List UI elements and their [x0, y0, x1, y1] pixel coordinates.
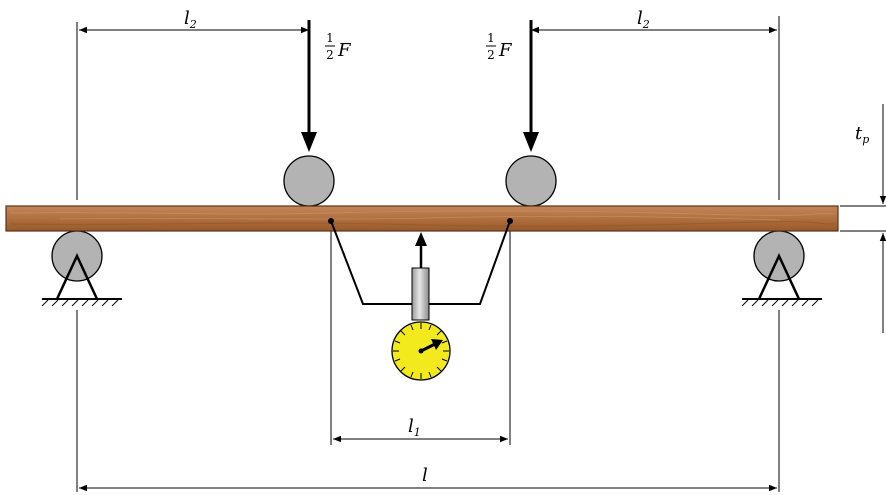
dial-gauge	[391, 321, 451, 381]
support-right	[741, 253, 822, 307]
svg-text:2: 2	[326, 48, 334, 62]
load-label-left: 1 2 F	[325, 31, 352, 62]
label-tp: tp	[855, 123, 869, 146]
svg-text:1: 1	[487, 31, 495, 45]
gauge-plunger	[411, 232, 430, 321]
label-l-total: l	[422, 465, 428, 486]
label-l2-right: l2	[637, 8, 650, 31]
load-arrow-right	[523, 20, 539, 152]
label-l2-left: l2	[184, 8, 197, 31]
wooden-beam	[5, 205, 839, 232]
dimension-l2-right: l2	[531, 8, 777, 34]
svg-text:F: F	[498, 40, 513, 61]
dimension-l2-left: l2	[79, 8, 309, 34]
svg-text:2: 2	[487, 48, 495, 62]
load-arrow-left	[301, 20, 317, 152]
dimension-l-total: l	[79, 465, 777, 492]
load-label-right: 1 2 F	[486, 31, 513, 62]
dimension-thickness: tp	[840, 104, 886, 333]
label-l1: l1	[408, 416, 421, 439]
extension-lines	[76, 16, 780, 492]
load-roller-left	[283, 155, 335, 207]
dimension-l1: l1	[333, 416, 508, 443]
support-left	[41, 253, 122, 307]
load-roller-right	[505, 155, 557, 207]
svg-text:1: 1	[326, 31, 334, 45]
svg-text:F: F	[337, 40, 352, 61]
